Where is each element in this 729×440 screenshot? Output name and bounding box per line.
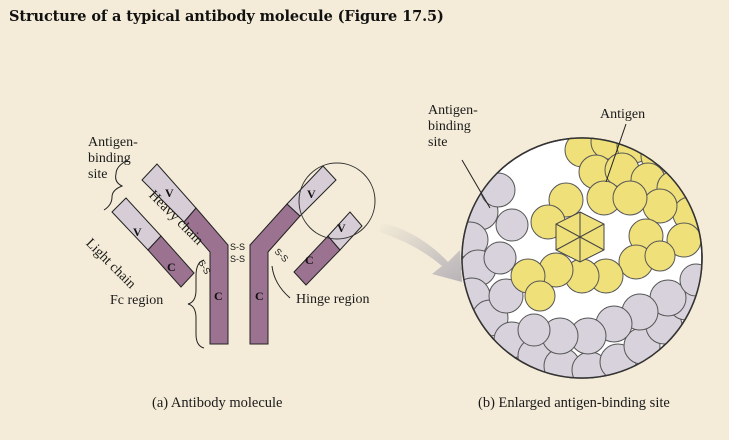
disulfide-bond-upper: S-S <box>230 242 245 252</box>
antibody-molecule: V V C C C V V C S-S S-S S-S S-S <box>103 159 376 349</box>
binding-site-leader-line <box>461 159 491 209</box>
label-line: Antigen- <box>88 135 138 150</box>
zoom-arrow <box>380 222 462 282</box>
zoom-circle <box>298 162 376 240</box>
left-heavy-c-label: C <box>214 289 223 303</box>
left-heavy-variable-domain <box>141 163 197 223</box>
right-light-c-label: C <box>305 253 314 267</box>
label-line: binding <box>88 151 131 166</box>
antigen-label: Antigen <box>600 107 646 122</box>
hinge-region-label: Hinge region <box>296 292 370 307</box>
label-line: site <box>428 135 448 150</box>
left-light-constant-domain <box>147 235 195 288</box>
antigen-binding-site-label-b: Antigen- binding site <box>428 103 478 151</box>
right-heavy-c-label: C <box>255 289 264 303</box>
antigen-binding-site-bracket <box>103 159 129 211</box>
antigen-leader-line <box>605 123 627 183</box>
label-line: Antigen- <box>428 103 478 118</box>
fc-region-label: Fc region <box>110 293 164 308</box>
right-light-constant-domain <box>293 235 341 286</box>
disulfide-bond-right-light: S-S <box>273 246 291 264</box>
antigen-hex-ring <box>555 211 605 263</box>
caption-a: (a) Antibody molecule <box>152 395 283 411</box>
disulfide-bond-lower: S-S <box>230 254 245 264</box>
label-line: binding <box>428 119 471 134</box>
right-heavy-v-label: V <box>307 187 316 201</box>
enlarged-binding-site <box>461 123 703 379</box>
right-light-v-label: V <box>337 221 346 235</box>
caption-b: (b) Enlarged antigen-binding site <box>478 395 670 411</box>
figure-title: Structure of a typical antibody molecule… <box>9 8 444 25</box>
hinge-region-leader <box>271 265 291 299</box>
left-heavy-v-label: V <box>165 186 174 200</box>
right-heavy-chain-arm <box>249 203 301 345</box>
left-light-c-label: C <box>167 260 176 274</box>
left-light-v-label: V <box>133 225 142 239</box>
label-line: site <box>88 167 108 182</box>
right-light-variable-domain <box>327 211 363 251</box>
antigen-binding-site-label-a: Antigen- binding site <box>88 135 138 183</box>
fc-region-bracket <box>187 259 205 349</box>
antigen-atoms <box>510 138 702 312</box>
